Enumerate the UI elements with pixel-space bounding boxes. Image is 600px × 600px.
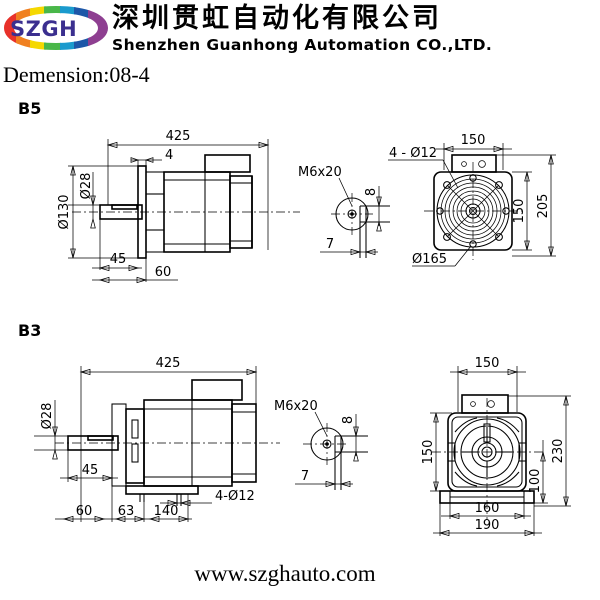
dim-b3-60: 60: [76, 504, 93, 519]
b3-detail-m6x20: M6x20 8 7: [274, 399, 368, 490]
dim-b3-150-height: 150: [421, 440, 436, 465]
dim-b3-63: 63: [118, 504, 135, 519]
callout-b5-m6x20: M6x20: [298, 165, 342, 180]
dim-b5-60: 60: [155, 265, 172, 280]
company-name-en: Shenzhen Guanhong Automation CO.,LTD.: [112, 36, 493, 54]
dim-b5-d28: Ø28: [79, 173, 94, 200]
dim-b5-4: 4: [165, 148, 173, 163]
dim-b3-45: 45: [82, 463, 99, 478]
page-title: Demension:08-4: [3, 62, 150, 87]
b5-detail-m6x20: M6x20 8 7: [298, 165, 390, 258]
page-header: SZGH 深圳贯虹自动化有限公司 Shenzhen Guanhong Autom…: [0, 0, 600, 58]
b5-side-view: 425 4 Ø28 Ø130 45 60: [57, 129, 300, 284]
callout-b5-4x12: 4 - Ø12: [389, 146, 437, 161]
company-name-cn: 深圳贯虹自动化有限公司: [112, 3, 442, 34]
dim-b3-8: 8: [341, 416, 356, 424]
b3-side-view: 425 Ø28 45 60 63 140: [34, 356, 280, 523]
logo-text: SZGH: [10, 17, 77, 41]
dim-b3-d28: Ø28: [40, 403, 55, 430]
dim-b3-7: 7: [301, 469, 309, 484]
dim-b5-150-width: 150: [461, 133, 486, 148]
dim-b5-205: 205: [536, 194, 551, 219]
dim-b3-150-width: 150: [475, 356, 500, 371]
dim-b5-8: 8: [364, 188, 379, 196]
dim-b5-425: 425: [166, 129, 191, 144]
callout-b3-m6x20: M6x20: [274, 399, 318, 414]
callout-b3-4x12: 4-Ø12: [215, 489, 255, 504]
b5-front-view: 4 - Ø12 Ø165 150 150 205: [388, 133, 556, 267]
dim-b3-425: 425: [156, 356, 181, 371]
dim-b3-190: 190: [475, 518, 500, 533]
dim-b5-45: 45: [110, 252, 127, 267]
dim-b3-230: 230: [551, 439, 566, 464]
dim-b3-160: 160: [475, 501, 500, 516]
callout-b5-165: Ø165: [412, 252, 447, 267]
dim-b5-d130: Ø130: [57, 194, 72, 229]
dim-b5-150-height: 150: [512, 199, 527, 224]
dim-b5-7: 7: [326, 237, 334, 252]
dim-b3-100: 100: [528, 469, 543, 494]
dim-b3-140: 140: [154, 504, 179, 519]
szgh-logo-icon: SZGH: [4, 6, 108, 50]
b3-front-view: 150 150 100 230 160 190: [421, 356, 571, 537]
view-label-b5: B5: [18, 99, 42, 118]
view-label-b3: B3: [18, 321, 42, 340]
footer-url: www.szghauto.com: [194, 561, 376, 586]
